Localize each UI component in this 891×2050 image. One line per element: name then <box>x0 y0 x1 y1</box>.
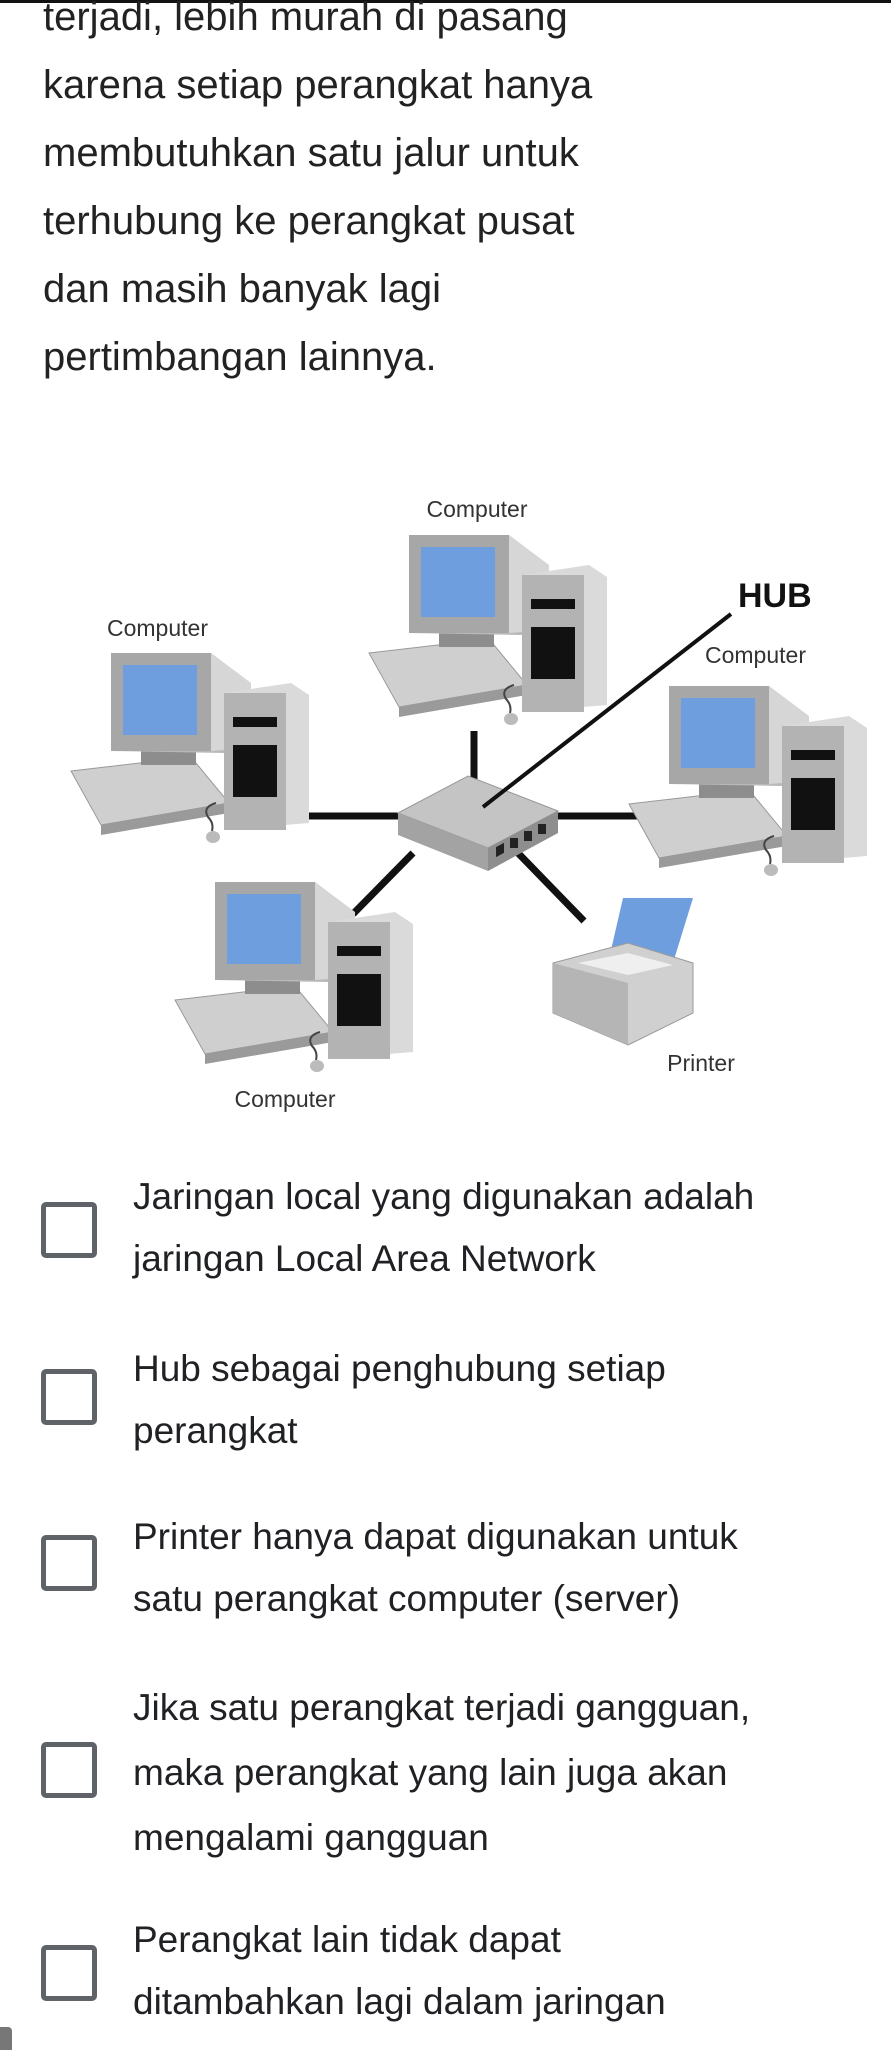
checkbox[interactable] <box>41 1742 97 1798</box>
intro-line: dan masih banyak lagi <box>43 267 442 311</box>
label-printer: Printer <box>667 1050 735 1076</box>
checkbox[interactable] <box>41 1535 97 1591</box>
printer-icon <box>552 898 694 1046</box>
option-line: Printer hanya dapat digunakan untuk <box>133 1516 738 1557</box>
computer-icon-right <box>628 685 868 877</box>
label-computer-bottom: Computer <box>235 1086 336 1112</box>
option-line: Hub sebagai penghubung setiap <box>133 1348 666 1389</box>
option-label[interactable]: Perangkat lain tidak dapat ditambahkan l… <box>133 1909 883 2033</box>
link-printer <box>515 850 587 924</box>
checkbox[interactable] <box>41 1945 97 2001</box>
label-computer-top: Computer <box>427 496 528 522</box>
option-line: maka perangkat yang lain juga akan <box>133 1752 728 1793</box>
intro-line: membutuhkan satu jalur untuk <box>43 131 579 175</box>
checkbox[interactable] <box>41 1369 97 1425</box>
option-line: Jaringan local yang digunakan adalah <box>133 1176 755 1217</box>
option-label[interactable]: Hub sebagai penghubung setiap perangkat <box>133 1338 883 1462</box>
option-line: perangkat <box>133 1410 298 1451</box>
label-computer-right: Computer <box>705 642 806 668</box>
option-line: Jika satu perangkat terjadi gangguan, <box>133 1687 751 1728</box>
option-label[interactable]: Jika satu perangkat terjadi gangguan, ma… <box>133 1675 883 1870</box>
computer-icon-top <box>368 534 608 726</box>
option-line: mengalami gangguan <box>133 1817 489 1858</box>
intro-line: pertimbangan lainnya. <box>43 335 437 379</box>
scrollbar-thumb[interactable] <box>0 2027 12 2050</box>
intro-line: terjadi, lebih murah di pasang <box>43 0 568 39</box>
checkbox[interactable] <box>41 1202 97 1258</box>
option-label[interactable]: Jaringan local yang digunakan adalah jar… <box>133 1166 883 1290</box>
star-topology-diagram: Computer HUB Computer Computer Computer … <box>68 493 891 1123</box>
computer-icon-left <box>70 652 310 844</box>
top-divider <box>0 0 891 3</box>
intro-line: terhubung ke perangkat pusat <box>43 199 575 243</box>
option-line: ditambahkan lagi dalam jaringan <box>133 1981 666 2022</box>
option-line: jaringan Local Area Network <box>133 1238 596 1279</box>
option-line: Perangkat lain tidak dapat <box>133 1919 561 1960</box>
option-label[interactable]: Printer hanya dapat digunakan untuk satu… <box>133 1506 883 1630</box>
hub-icon <box>396 775 560 871</box>
label-hub: HUB <box>738 577 812 615</box>
link-bottom <box>350 850 416 917</box>
computer-icon-bottom <box>174 881 414 1073</box>
intro-paragraph: terjadi, lebih murah di pasang karena se… <box>43 0 863 391</box>
option-line: satu perangkat computer (server) <box>133 1578 681 1619</box>
label-computer-left: Computer <box>107 615 208 641</box>
intro-line: karena setiap perangkat hanya <box>43 63 593 107</box>
hub-pointer-line <box>481 612 733 809</box>
